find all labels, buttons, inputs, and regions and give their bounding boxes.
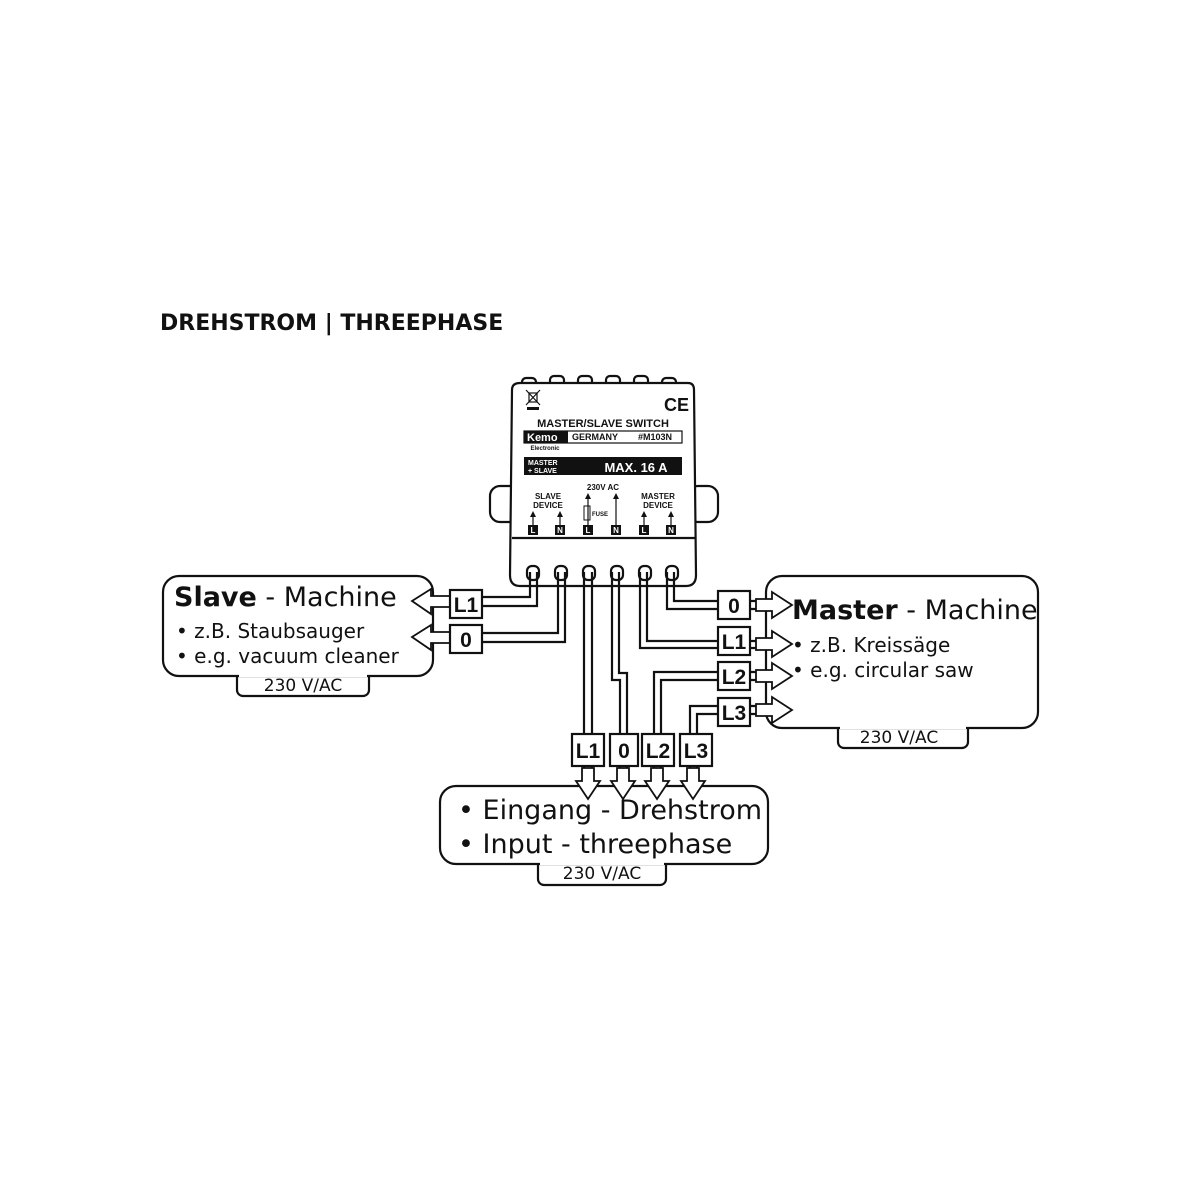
arrow-right-icon xyxy=(755,629,794,659)
slave-label-0 xyxy=(448,623,484,655)
brand-country: GERMANY xyxy=(572,432,618,442)
svg-text:L2: L2 xyxy=(646,740,671,763)
svg-text:L1: L1 xyxy=(454,594,479,617)
svg-text:L3: L3 xyxy=(722,702,747,725)
svg-text:L3: L3 xyxy=(684,740,709,763)
master-title: Master - Machine xyxy=(792,595,1038,626)
master-machine-box: 230 V/AC Master - Machine • z.B. Kreissä… xyxy=(764,574,1040,750)
master-device-label-1: MASTER xyxy=(641,492,675,501)
input-label-l2 xyxy=(640,732,676,768)
master-label-l1 xyxy=(716,625,752,657)
slave-label-l1 xyxy=(448,588,484,620)
svg-text:0: 0 xyxy=(460,629,472,652)
brand-subtitle: Electronic xyxy=(530,446,560,452)
svg-text:0: 0 xyxy=(728,595,740,618)
master-label-0 xyxy=(716,589,752,621)
rating-left-2: + SLAVE xyxy=(528,468,557,475)
master-voltage: 230 V/AC xyxy=(860,728,938,748)
slave-device-label-1: SLAVE xyxy=(535,492,562,501)
switch-module: CE MASTER/SLAVE SWITCH Kemo Electronic G… xyxy=(488,374,720,588)
svg-text:L1: L1 xyxy=(576,740,601,763)
terminal-arrow-icon xyxy=(585,493,591,528)
input-line-1: • Eingang - Drehstrom xyxy=(458,795,762,826)
svg-text:0: 0 xyxy=(618,740,630,763)
fuse-label: FUSE xyxy=(592,512,608,518)
terminal-2: N xyxy=(557,526,563,535)
model-number: #M103N xyxy=(638,432,672,442)
slave-bullet-1: • z.B. Staubsauger xyxy=(176,619,365,643)
weee-bin-icon xyxy=(525,389,541,410)
terminal-6: N xyxy=(668,526,674,535)
input-label-l3 xyxy=(678,732,714,768)
arrow-down-icon xyxy=(679,767,707,801)
input-label-0 xyxy=(608,732,640,768)
brand-logo: Kemo xyxy=(527,432,558,444)
svg-text:L2: L2 xyxy=(722,666,747,689)
terminal-letters: L N L N L N xyxy=(528,525,676,535)
terminal-3: L xyxy=(586,526,591,535)
arrow-down-icon xyxy=(609,767,637,801)
rating-left-1: MASTER xyxy=(528,460,558,467)
svg-text:L1: L1 xyxy=(722,631,747,654)
arrow-right-icon xyxy=(755,590,794,620)
brand-logo-bg xyxy=(524,431,568,443)
master-bullet-2: • e.g. circular saw xyxy=(792,658,974,682)
page-title: DREHSTROM | THREEPHASE xyxy=(160,311,503,336)
terminal-1: L xyxy=(531,526,536,535)
master-label-l3 xyxy=(716,696,752,728)
input-line-2: • Input - threephase xyxy=(458,829,732,860)
terminal-5: L xyxy=(642,526,647,535)
master-bullet-1: • z.B. Kreissäge xyxy=(792,633,950,657)
arrow-down-icon xyxy=(643,767,671,801)
slave-machine-box: 230 V/AC Slave - Machine • z.B. Staubsau… xyxy=(161,574,435,698)
input-threephase-box: 230 V/AC • Eingang - Drehstrom • Input -… xyxy=(438,784,770,887)
arrow-right-icon xyxy=(755,695,794,725)
terminal-arrow-icon xyxy=(613,493,619,528)
slave-title: Slave - Machine xyxy=(174,582,397,613)
ce-mark-icon: CE xyxy=(664,395,689,415)
master-label-l2 xyxy=(716,660,752,692)
terminal-arrows xyxy=(530,493,674,528)
rating-strip xyxy=(524,457,682,475)
input-voltage: 230 V/AC xyxy=(563,864,641,884)
wires xyxy=(482,572,758,770)
arrow-right-icon xyxy=(755,661,794,691)
rating-value: MAX. 16 A xyxy=(604,460,668,475)
fuse-icon xyxy=(583,505,591,521)
slave-voltage: 230 V/AC xyxy=(264,676,342,696)
input-label-l1 xyxy=(570,732,606,768)
device-header: MASTER/SLAVE SWITCH xyxy=(537,418,669,430)
slave-device-label-2: DEVICE xyxy=(533,501,563,510)
input-voltage-label: 230V AC xyxy=(587,483,619,492)
master-device-label-2: DEVICE xyxy=(643,501,673,510)
terminal-4: N xyxy=(613,526,619,535)
slave-bullet-2: • e.g. vacuum cleaner xyxy=(176,644,400,668)
arrow-down-icon xyxy=(574,767,602,801)
